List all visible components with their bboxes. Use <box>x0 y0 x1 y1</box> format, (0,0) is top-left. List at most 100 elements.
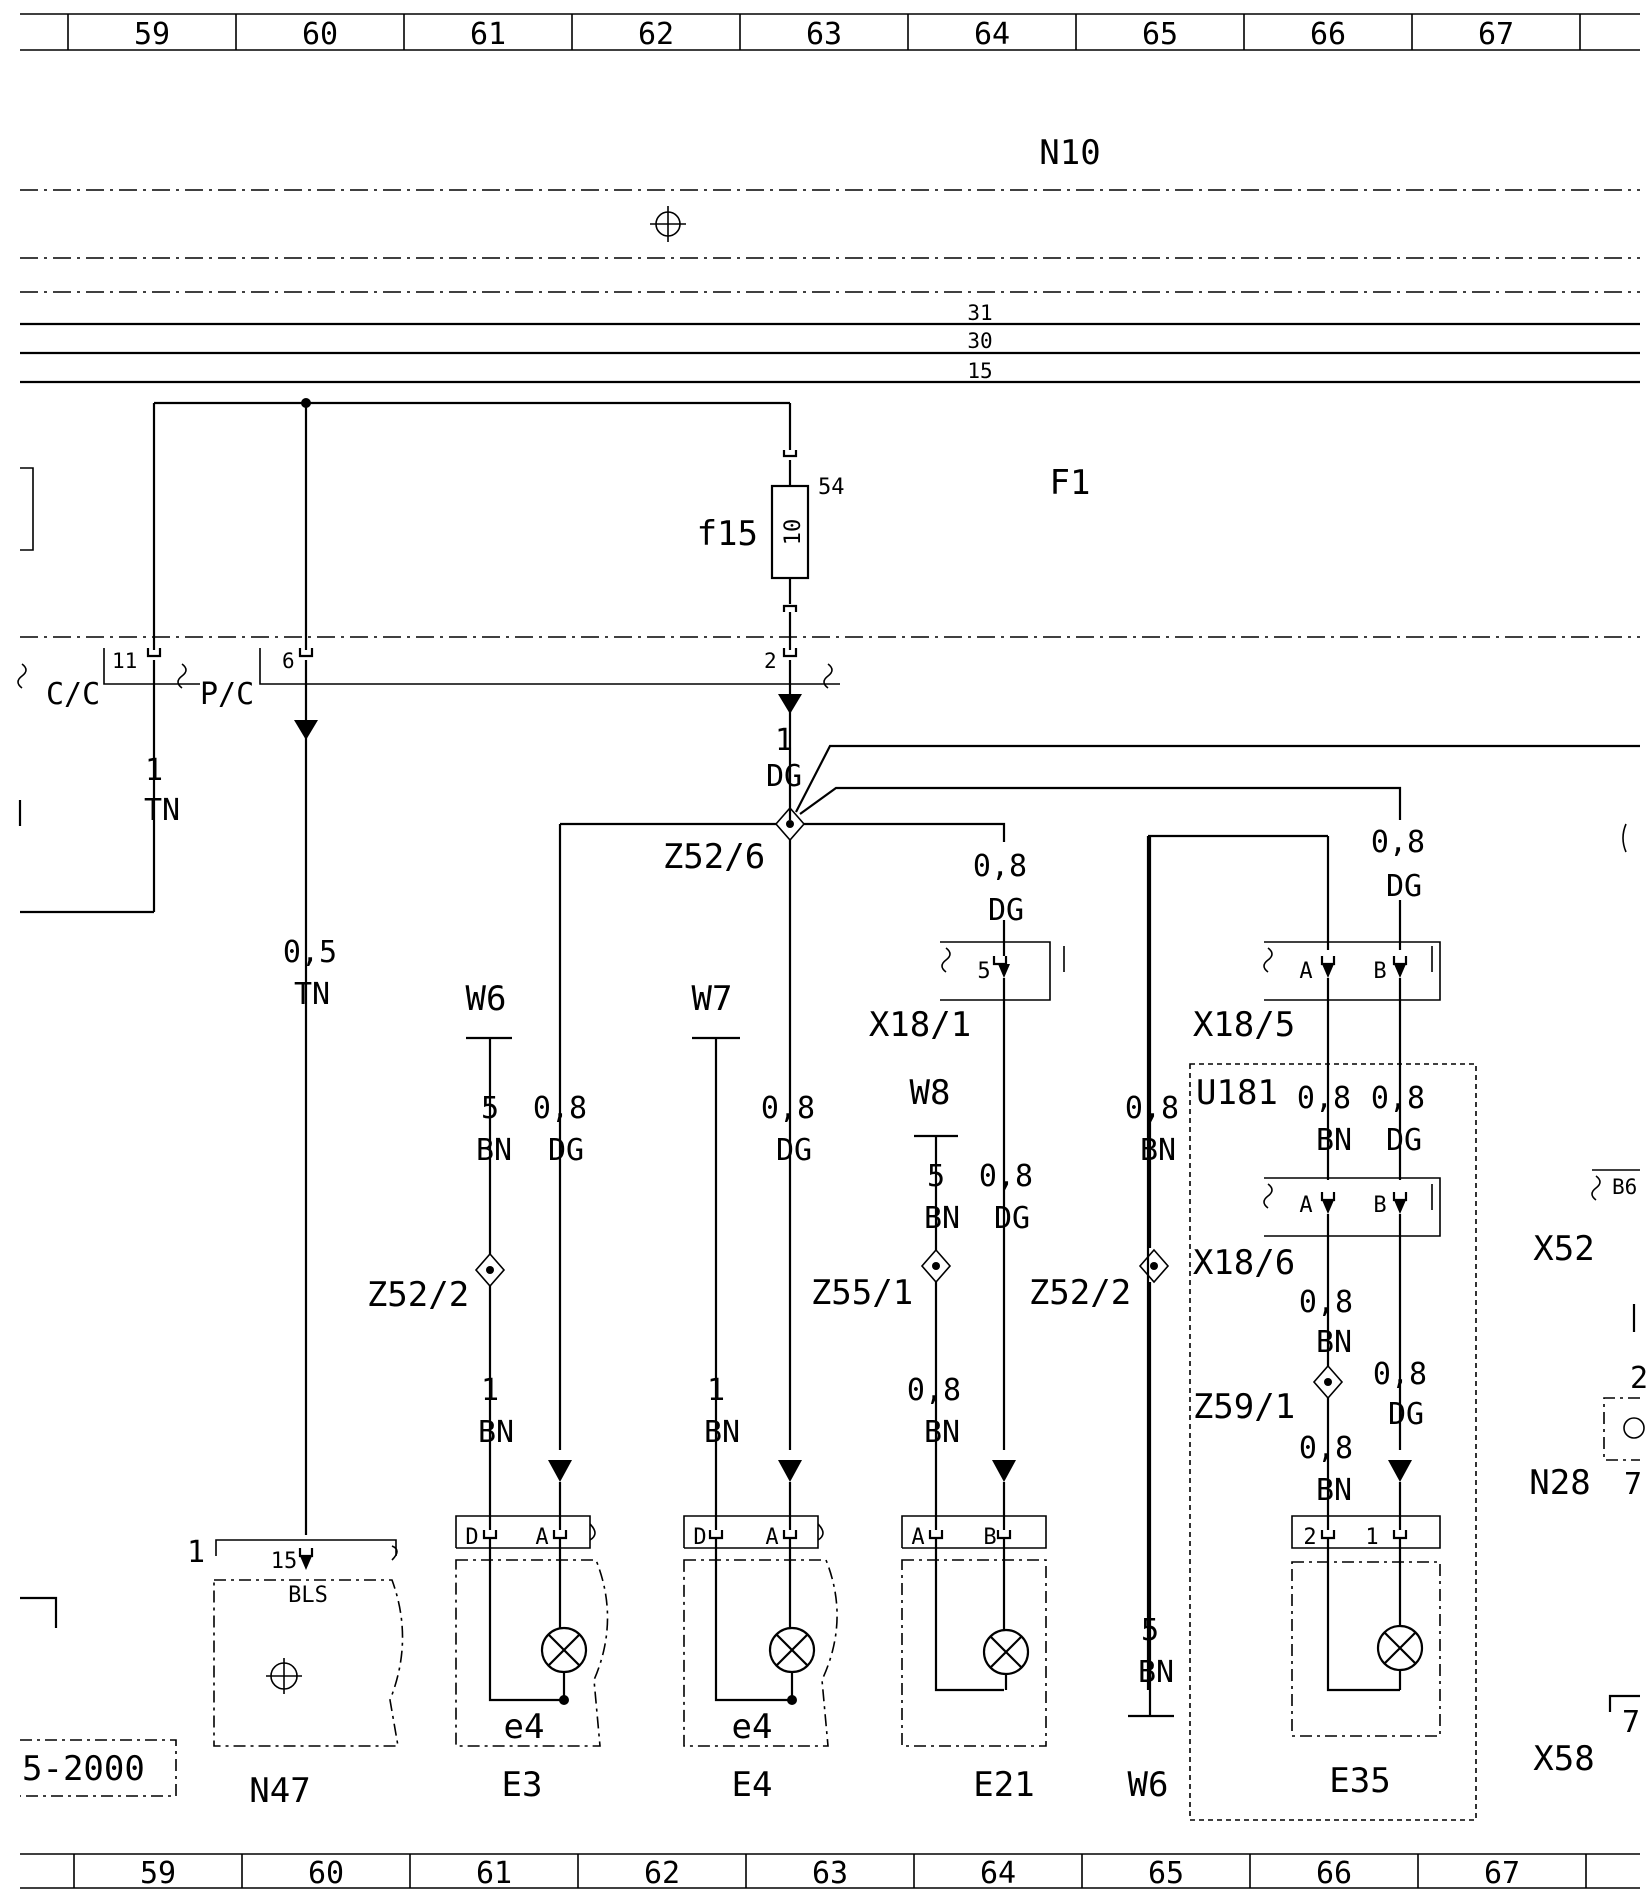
pin-number: 7 <box>1622 1705 1640 1740</box>
wire-color: BN <box>1316 1473 1352 1508</box>
fuse-pin: 54 <box>818 475 845 500</box>
connector-label-cc: C/C <box>46 677 100 712</box>
connector-label: X18/5 <box>1193 1005 1295 1045</box>
wire-color: TN <box>294 977 330 1012</box>
wire-color: BN <box>1316 1123 1352 1158</box>
wire-color: DG <box>1386 869 1422 904</box>
wire-size: 0,8 <box>1125 1091 1179 1126</box>
wire-color: BN <box>1140 1133 1176 1168</box>
module-label-f1: F1 <box>1050 463 1091 503</box>
pin-letter: A <box>535 1525 548 1550</box>
splice-label: Z59/1 <box>1193 1387 1295 1427</box>
fuse-label: f15 <box>697 514 758 554</box>
pin-letter: A <box>1299 1193 1312 1218</box>
pin-number: 15 <box>271 1549 298 1574</box>
wire-color: BN <box>478 1415 514 1450</box>
grid-col-label: 67 <box>1478 17 1514 52</box>
control-unit-icon <box>266 1658 302 1694</box>
grid-col-label: 63 <box>812 1856 848 1890</box>
wire-size: 5 <box>1141 1613 1159 1648</box>
sub-component-label: e4 <box>732 1707 773 1747</box>
wire-color: TN <box>144 793 180 828</box>
connector-label: X58 <box>1533 1739 1594 1779</box>
wire-size: 1 <box>775 723 793 758</box>
connector-label-pc: P/C <box>200 677 254 712</box>
splice-label: Z52/2 <box>367 1275 469 1315</box>
wire-color: DG <box>766 759 802 794</box>
connector-x18-1: 5 X18/1 <box>869 920 1065 1450</box>
wire-size: 0,8 <box>533 1091 587 1126</box>
wire-size: 0,8 <box>907 1373 961 1408</box>
pin-number: 7 <box>1624 1467 1642 1502</box>
bus-label-30: 30 <box>967 329 992 353</box>
control-unit-icon <box>650 206 686 242</box>
grid-col-label: 62 <box>638 17 674 52</box>
wire-size: 5 <box>927 1159 945 1194</box>
module-label: N28 <box>1529 1463 1590 1503</box>
wire-size: 0,8 <box>979 1159 1033 1194</box>
supply-bus: 31 30 15 <box>20 301 1640 384</box>
module-n47: 1 15 BLS N47 <box>187 1535 404 1811</box>
wire-color: BN <box>1138 1655 1174 1690</box>
connector-label: X52 <box>1533 1229 1594 1269</box>
lamp-icon <box>768 1626 816 1674</box>
fuse-rating: 10 <box>781 519 806 546</box>
splice-label: Z55/1 <box>811 1273 913 1313</box>
grid-col-label: 61 <box>470 17 506 52</box>
wire-color: DG <box>548 1133 584 1168</box>
pin-letter: A <box>1299 959 1312 984</box>
ground-label: W6 <box>1128 1765 1169 1805</box>
pin-label: B6 <box>1612 1175 1637 1199</box>
left-edge-fragment: 5-2000 <box>20 1596 177 1797</box>
module-label: U181 <box>1196 1073 1278 1113</box>
component-label: E4 <box>732 1765 773 1805</box>
lamp-icon <box>540 1626 588 1674</box>
grid-ruler-bottom: 59 60 61 62 63 64 65 66 67 <box>20 1853 1640 1890</box>
branch-w6-ground: 0,8 BN Z52/2 5 BN W6 <box>1029 836 1179 1805</box>
lamp-icon <box>1376 1624 1424 1672</box>
module-u181: U181 0,8 BN 0,8 DG A B X18/6 0,8 BN Z59/… <box>1189 1063 1477 1821</box>
pin-number: 1 <box>1365 1525 1378 1550</box>
pin-letter: B <box>1373 1193 1386 1218</box>
bus-label-31: 31 <box>967 301 992 325</box>
component-label: E3 <box>502 1765 543 1805</box>
grid-col-label: 66 <box>1316 1856 1352 1890</box>
grid-col-label: 67 <box>1484 1856 1520 1890</box>
connector-cc-pc: 11 6 2 C/C P/C 1 TN 0,5 TN <box>17 648 840 1535</box>
grid-col-label: 64 <box>980 1856 1016 1890</box>
pin-letter: A <box>765 1525 778 1550</box>
date-fragment: 5-2000 <box>22 1749 145 1789</box>
pin-number: 2 <box>1303 1525 1316 1550</box>
fusebox-f1: F1 f15 10 54 <box>20 398 1640 650</box>
splice-z52-6: 1 DG Z52/6 0,8 DG 0,8 DG <box>558 723 1640 1450</box>
wire-color: BN <box>704 1415 740 1450</box>
branch-e21: W8 5 BN 0,8 DG Z55/1 0,8 BN A B E21 <box>811 1073 1047 1805</box>
right-edge-fragment: B6 X52 2 7 N28 7 X58 <box>1529 823 1648 1779</box>
bus-label-15: 15 <box>967 359 992 383</box>
wire-color: BN <box>476 1133 512 1168</box>
pin-number: 11 <box>112 649 137 673</box>
wire-size: 0,5 <box>283 935 337 970</box>
connector-label: X18/1 <box>869 1005 971 1045</box>
grid-col-label: 60 <box>308 1856 344 1890</box>
grid-col-label: 61 <box>476 1856 512 1890</box>
component-label: E21 <box>973 1765 1034 1805</box>
grid-col-label: 65 <box>1148 1856 1184 1890</box>
wire-size: 0,8 <box>1299 1285 1353 1320</box>
module-label-n10: N10 <box>1039 133 1100 173</box>
splice-label: Z52/6 <box>663 837 765 877</box>
wire-color: BN <box>924 1201 960 1236</box>
grid-col-label: 65 <box>1142 17 1178 52</box>
wire-size: 0,8 <box>1297 1081 1351 1116</box>
wire-color: BN <box>1316 1325 1352 1360</box>
wire-size: 0,8 <box>1371 1081 1425 1116</box>
ground-label: W7 <box>692 979 733 1019</box>
module-label: N47 <box>249 1771 310 1811</box>
pin-number: 5 <box>977 959 990 984</box>
branch-e3: W6 5 BN 0,8 DG Z52/2 1 BN D A e4 E3 <box>367 979 609 1805</box>
grid-col-label: 59 <box>140 1856 176 1890</box>
component-label: E35 <box>1329 1761 1390 1801</box>
wire-color: DG <box>1388 1397 1424 1432</box>
connector-x18-5: A B X18/5 <box>1146 834 1441 1690</box>
